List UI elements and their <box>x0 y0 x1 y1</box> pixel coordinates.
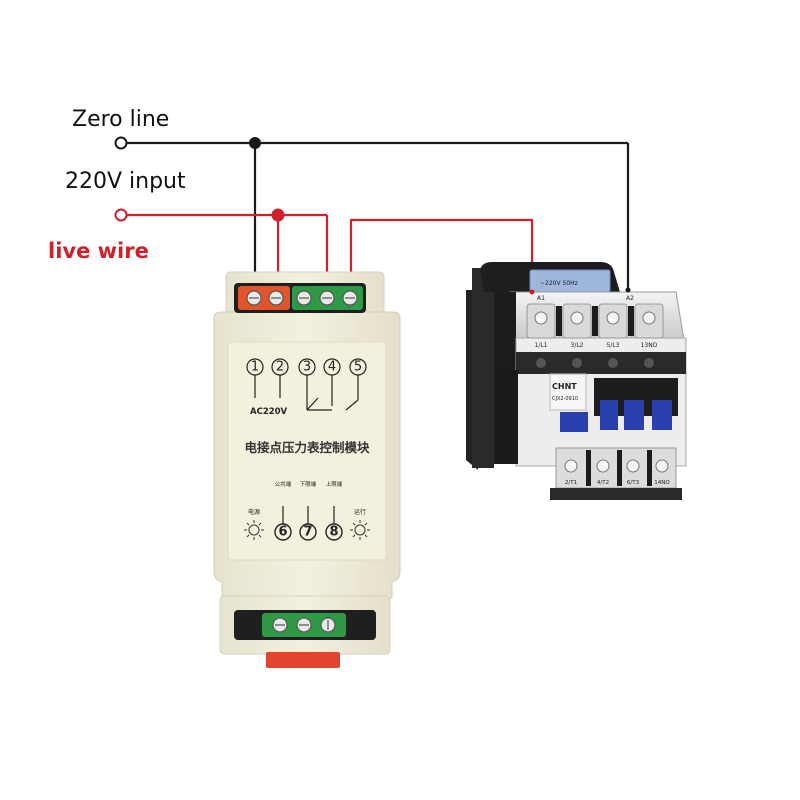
svg-text:13NO: 13NO <box>641 342 658 349</box>
bottom-terminal-labels: 2/T1 4/T2 6/T3 14NO <box>565 480 670 486</box>
power-led-icon <box>244 520 264 540</box>
neutral-terminal-icon <box>114 136 128 150</box>
live-wire <box>127 213 534 292</box>
svg-text:3/L2: 3/L2 <box>571 342 584 349</box>
top-power-terminals <box>526 303 664 339</box>
coil-a2-wire-end <box>625 287 631 293</box>
svg-text:1/L1: 1/L1 <box>535 342 548 349</box>
module-title: 电接点压力表控制模块 <box>244 440 370 455</box>
contactor: ~220V 50Hz A1 A2 1/L1 3/L2 5/L3 13NO <box>466 262 687 500</box>
svg-text:~220V 50Hz: ~220V 50Hz <box>540 280 578 287</box>
svg-text:2: 2 <box>276 360 284 375</box>
svg-text:4: 4 <box>328 360 336 375</box>
svg-text:5/L3: 5/L3 <box>607 342 620 349</box>
zero-line-label: Zero line <box>72 107 169 132</box>
coil-terminal-a2: A2 <box>626 295 634 302</box>
svg-text:14NO: 14NO <box>654 480 670 486</box>
coil-a1-wire-end <box>529 289 535 295</box>
common-terminal-label: 公共端 <box>275 480 292 488</box>
svg-text:7: 7 <box>303 525 312 540</box>
model-name: CJX2-0910 <box>552 396 578 402</box>
svg-text:8: 8 <box>329 525 338 540</box>
power-label: 电源 <box>248 508 260 516</box>
voltage-label: AC220V <box>250 407 288 417</box>
relay-contact-schematic <box>254 375 359 411</box>
run-label: 运行 <box>354 508 366 516</box>
top-terminal-numbers: 1 2 3 4 5 <box>246 358 367 376</box>
upper-limit-label: 上限端 <box>326 480 343 488</box>
run-led-icon <box>350 520 370 540</box>
actuator-windows <box>560 378 678 432</box>
live-terminal-icon <box>114 208 128 222</box>
input-220v-label: 220V input <box>65 169 186 194</box>
neutral-junction-icon <box>249 137 261 149</box>
svg-text:6/T3: 6/T3 <box>627 480 640 486</box>
brand-plate <box>549 373 587 411</box>
svg-text:2/T1: 2/T1 <box>565 480 577 486</box>
brand-name: CHNT <box>552 382 577 391</box>
live-junction-icon <box>271 208 285 222</box>
svg-text:4/T2: 4/T2 <box>597 480 609 486</box>
neutral-wire <box>127 141 630 290</box>
coil-terminal-a1: A1 <box>537 295 545 302</box>
svg-text:1: 1 <box>251 360 259 375</box>
din-clip <box>266 652 340 668</box>
svg-text:5: 5 <box>354 360 362 375</box>
top-screw-icons <box>246 290 358 306</box>
bottom-power-terminals <box>555 447 677 489</box>
svg-text:3: 3 <box>303 360 311 375</box>
top-terminal-labels: 1/L1 3/L2 5/L3 13NO <box>535 342 658 349</box>
live-wire-label: live wire <box>48 239 149 263</box>
svg-text:6: 6 <box>278 525 287 540</box>
bottom-terminal-numbers: 6 7 8 <box>274 506 343 541</box>
lower-limit-label: 下限端 <box>300 480 317 488</box>
bottom-screw-icons <box>272 617 336 633</box>
control-module: 1 2 3 4 5 AC220V 电接点压力表控制模块 公共端 下限端 上限端 <box>213 271 401 668</box>
